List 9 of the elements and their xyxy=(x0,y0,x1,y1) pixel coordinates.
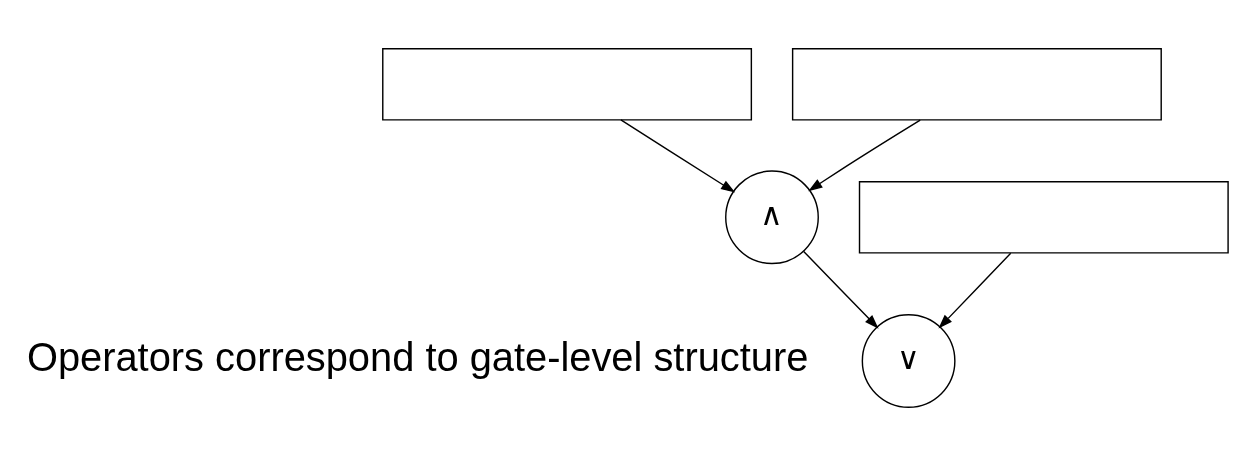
node-box xyxy=(791,48,1162,121)
arrow xyxy=(620,119,736,193)
arrow xyxy=(808,119,921,192)
node-box xyxy=(382,48,753,121)
arrow xyxy=(802,250,879,329)
arrow xyxy=(938,252,1012,329)
node-circle: ∧ xyxy=(725,170,819,265)
label: Operators correspond to gate-level structure xyxy=(26,334,809,379)
node-box xyxy=(858,181,1229,254)
